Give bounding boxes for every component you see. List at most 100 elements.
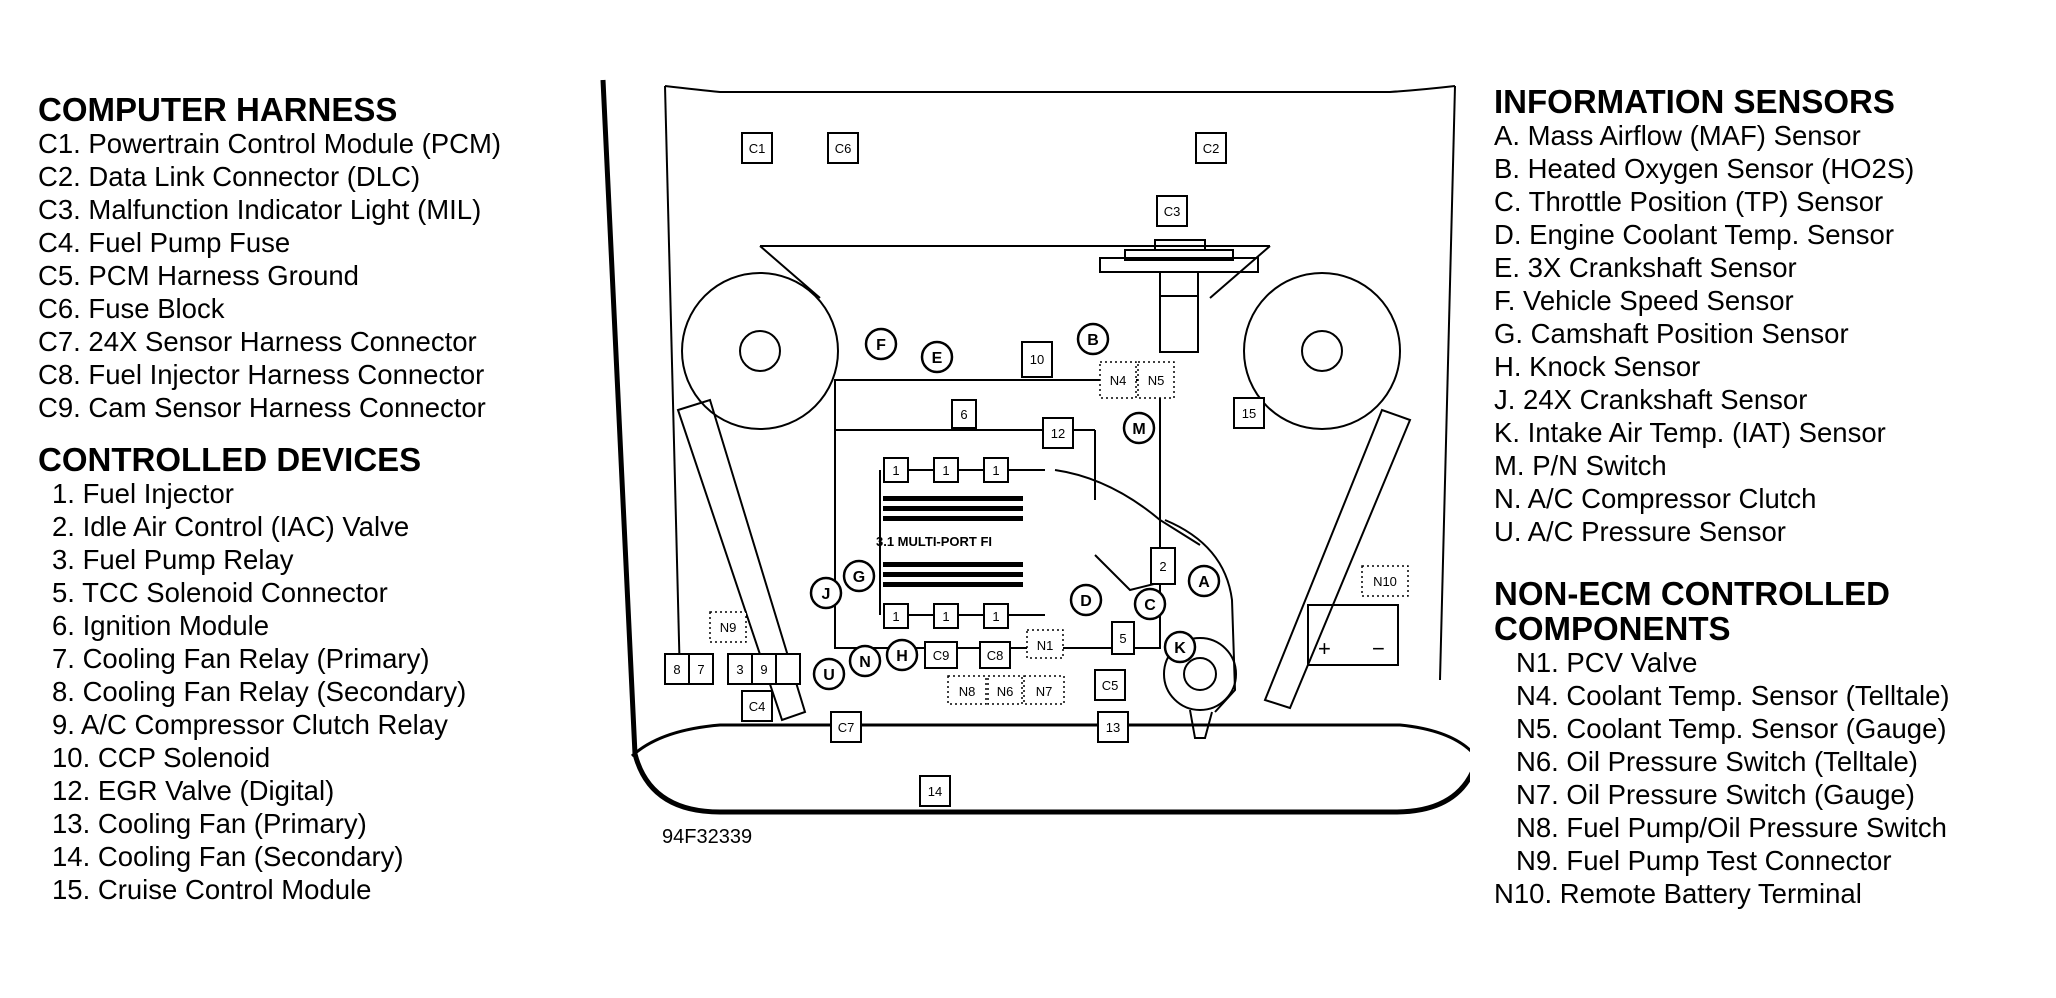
n4-label: N4	[1110, 373, 1127, 388]
list-item: N6. Oil Pressure Switch (Telltale)	[1516, 746, 1918, 777]
list-item: C5. PCM Harness Ground	[38, 260, 359, 291]
sensor-circles	[809, 322, 1221, 691]
list-item: N9. Fuel Pump Test Connector	[1516, 845, 1892, 876]
air-intake	[1099, 239, 1259, 353]
list-item: 5. TCC Solenoid Connector	[52, 577, 388, 608]
c5-label: C5	[1102, 678, 1119, 693]
list-item: C2. Data Link Connector (DLC)	[38, 161, 421, 192]
sensor-b-label: B	[1087, 332, 1099, 349]
list-item: 6. Ignition Module	[52, 610, 270, 641]
c2-label: C2	[1203, 141, 1220, 156]
sensor-c-label: C	[1144, 597, 1156, 614]
sensor-h-label: H	[896, 648, 908, 665]
device-1e-label: 1	[942, 609, 949, 624]
device-7-label: 7	[697, 662, 704, 677]
non-ecm-heading-line2: COMPONENTS	[1494, 610, 1731, 647]
sensor-k-label: K	[1174, 640, 1186, 657]
c8-label: C8	[987, 648, 1004, 663]
list-item: N. A/C Compressor Clutch	[1494, 483, 1817, 514]
list-item: 9. A/C Compressor Clutch Relay	[52, 709, 448, 740]
sensor-n-label: N	[859, 654, 871, 671]
engine-label: 3.1 MULTI-PORT FI	[876, 534, 992, 549]
list-item: N5. Coolant Temp. Sensor (Gauge)	[1516, 713, 1947, 744]
battery-plus: +	[1318, 636, 1331, 661]
c4-label: C4	[749, 699, 766, 714]
list-item: D. Engine Coolant Temp. Sensor	[1494, 219, 1894, 250]
list-item: 13. Cooling Fan (Primary)	[52, 808, 367, 839]
frame-rails	[676, 398, 1412, 722]
dotted-boxes	[709, 361, 1409, 705]
list-item: U. A/C Pressure Sensor	[1494, 516, 1786, 547]
n7-label: N7	[1036, 684, 1053, 699]
list-item: F. Vehicle Speed Sensor	[1494, 285, 1794, 316]
device-5-label: 5	[1119, 631, 1126, 646]
figure-id: 94F32339	[662, 826, 753, 848]
list-item: H. Knock Sensor	[1494, 351, 1701, 382]
sensor-u-label: U	[823, 667, 835, 684]
list-item: 12. EGR Valve (Digital)	[52, 775, 335, 806]
left-legend: COMPUTER HARNESS C1. Powertrain Control …	[38, 92, 501, 906]
c1-label: C1	[749, 141, 766, 156]
list-item: 2. Idle Air Control (IAC) Valve	[52, 511, 410, 542]
non-ecm-list: N1. PCV Valve N4. Coolant Temp. Sensor (…	[1494, 646, 1950, 910]
list-item: 1. Fuel Injector	[52, 478, 234, 509]
list-item: E. 3X Crankshaft Sensor	[1494, 252, 1797, 283]
device-9-label: 9	[760, 662, 767, 677]
list-item: M. P/N Switch	[1494, 450, 1667, 481]
list-item: N10. Remote Battery Terminal	[1494, 878, 1862, 909]
list-item: J. 24X Crankshaft Sensor	[1494, 384, 1808, 415]
list-item: 10. CCP Solenoid	[52, 742, 271, 773]
list-item: 15. Cruise Control Module	[52, 874, 372, 905]
device-1c-label: 1	[992, 463, 999, 478]
n5-label: N5	[1148, 373, 1165, 388]
list-item: B. Heated Oxygen Sensor (HO2S)	[1494, 153, 1915, 184]
n6-label: N6	[997, 684, 1014, 699]
device-14-label: 14	[928, 784, 942, 799]
list-item: N4. Coolant Temp. Sensor (Telltale)	[1516, 680, 1950, 711]
right-strut-tower	[1243, 272, 1401, 430]
list-item: 14. Cooling Fan (Secondary)	[52, 841, 404, 872]
sensor-e-label: E	[932, 350, 943, 367]
list-item: K. Intake Air Temp. (IAT) Sensor	[1494, 417, 1886, 448]
list-item: 8. Cooling Fan Relay (Secondary)	[52, 676, 467, 707]
list-item: C7. 24X Sensor Harness Connector	[38, 326, 477, 357]
battery	[1307, 604, 1399, 666]
right-legend: INFORMATION SENSORS A. Mass Airflow (MAF…	[1494, 84, 1950, 910]
list-item: N8. Fuel Pump/Oil Pressure Switch	[1516, 812, 1947, 843]
engine-compartment-diagram: 3.1 MULTI-PORT FI + −	[600, 79, 1470, 815]
fuel-rails	[879, 469, 1045, 616]
list-item: C. Throttle Position (TP) Sensor	[1494, 186, 1884, 217]
device-1d-label: 1	[892, 609, 899, 624]
list-item: A. Mass Airflow (MAF) Sensor	[1494, 120, 1861, 151]
device-1f-label: 1	[992, 609, 999, 624]
device-3-label: 3	[736, 662, 743, 677]
list-item: C4. Fuel Pump Fuse	[38, 227, 291, 258]
device-6-label: 6	[960, 407, 967, 422]
list-item: C3. Malfunction Indicator Light (MIL)	[38, 194, 482, 225]
left-strut-tower	[681, 272, 839, 430]
device-10-label: 10	[1030, 352, 1044, 367]
n9-label: N9	[720, 620, 737, 635]
information-sensors-list: A. Mass Airflow (MAF) Sensor B. Heated O…	[1494, 119, 1950, 548]
sensor-f-label: F	[876, 337, 886, 354]
box-labels: C1 C6 C2 C3 C4 C5 C7 C8 C9 N1 N8 N6 N7 N…	[673, 141, 1397, 799]
sensor-j-label: J	[822, 586, 831, 603]
device-13-label: 13	[1106, 720, 1120, 735]
list-item: 7. Cooling Fan Relay (Primary)	[52, 643, 430, 674]
list-item: C9. Cam Sensor Harness Connector	[38, 392, 486, 423]
list-item: 3. Fuel Pump Relay	[52, 544, 294, 575]
controlled-devices-heading: CONTROLLED DEVICES	[38, 441, 422, 478]
c9-label: C9	[933, 648, 950, 663]
list-item: C1. Powertrain Control Module (PCM)	[38, 128, 502, 159]
component-boxes	[664, 132, 1265, 807]
c3-label: C3	[1164, 204, 1181, 219]
device-15-label: 15	[1242, 406, 1256, 421]
list-item: G. Camshaft Position Sensor	[1494, 318, 1849, 349]
n1-label: N1	[1037, 638, 1054, 653]
information-sensors-heading: INFORMATION SENSORS	[1494, 83, 1895, 120]
sensor-labels: A B C D E F G H J K M N U	[822, 332, 1211, 684]
controlled-devices-list: 1. Fuel Injector 2. Idle Air Control (IA…	[38, 477, 501, 906]
computer-harness-list: C1. Powertrain Control Module (PCM) C2. …	[38, 127, 501, 424]
sensor-m-label: M	[1132, 421, 1145, 438]
computer-harness-heading: COMPUTER HARNESS	[38, 91, 398, 128]
